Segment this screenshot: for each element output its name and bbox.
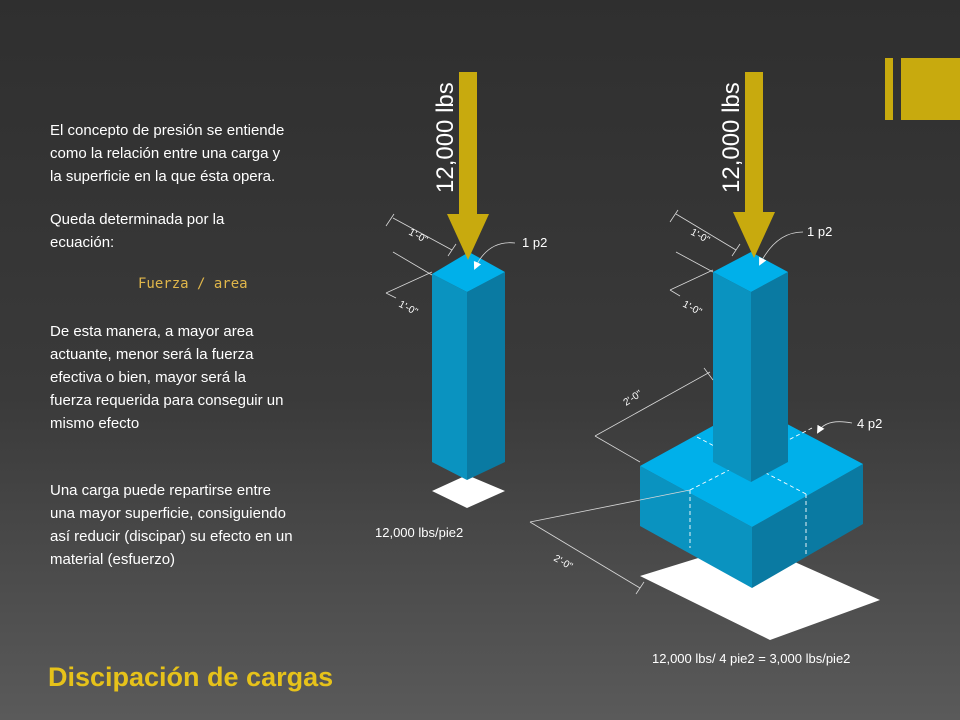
right-column-front-left — [713, 272, 751, 482]
left-dim-top: 1'-0" — [407, 227, 430, 246]
right-column-front-right — [751, 272, 788, 482]
right-load-label: 12,000 lbs — [718, 82, 745, 193]
right-load-arrow — [733, 72, 775, 258]
left-column — [432, 242, 516, 508]
left-dim-side: 1'-0" — [397, 299, 420, 318]
formula-text: Fuerza / area — [138, 276, 248, 292]
right-dim-side: 1'-0" — [681, 299, 704, 318]
footing-front-right — [752, 464, 863, 588]
left-footprint — [432, 475, 505, 508]
right-column — [713, 231, 853, 482]
left-area-label: 1 p2 — [522, 235, 547, 250]
left-column-front-right — [467, 272, 505, 480]
right-footing: 1 2 3 4 — [640, 405, 880, 640]
footing-dashed-lines — [689, 427, 813, 555]
slide-title: Discipación de cargas — [48, 662, 334, 692]
right-area-label: 1 p2 — [807, 224, 832, 239]
left-load-arrow — [447, 72, 489, 260]
right-area-pointer — [759, 231, 804, 266]
equation-intro-paragraph: Queda determinada por la ecuación: — [50, 211, 225, 251]
right-dim-top: 1'-0" — [689, 227, 712, 246]
left-column-top — [432, 252, 505, 292]
left-column-front-left — [432, 274, 467, 480]
right-footprint — [640, 542, 880, 640]
base-dim-lower: 2'-0" — [552, 553, 575, 573]
left-pressure-label: 12,000 lbs/pie2 — [375, 525, 463, 540]
right-pressure-label: 12,000 lbs/ 4 pie2 = 3,000 lbs/pie2 — [652, 651, 850, 666]
base-area-pointer — [817, 421, 853, 434]
right-column-top — [713, 252, 788, 292]
distribution-paragraph: Una carga puede repartirse entre una may… — [50, 482, 293, 568]
consequence-paragraph: De esta manera, a mayor area actuante, m… — [50, 323, 284, 432]
base-dim-upper: 2'-0" — [622, 388, 645, 408]
title-accent-bar-wide — [901, 58, 960, 120]
left-area-pointer — [473, 242, 516, 270]
left-load-label: 12,000 lbs — [432, 82, 459, 193]
base-area-label: 4 p2 — [857, 416, 882, 431]
footing-front-left — [640, 466, 752, 588]
intro-paragraph: El concepto de presión se entiende como … — [50, 122, 285, 185]
title-accent-bar-thin — [885, 58, 893, 120]
